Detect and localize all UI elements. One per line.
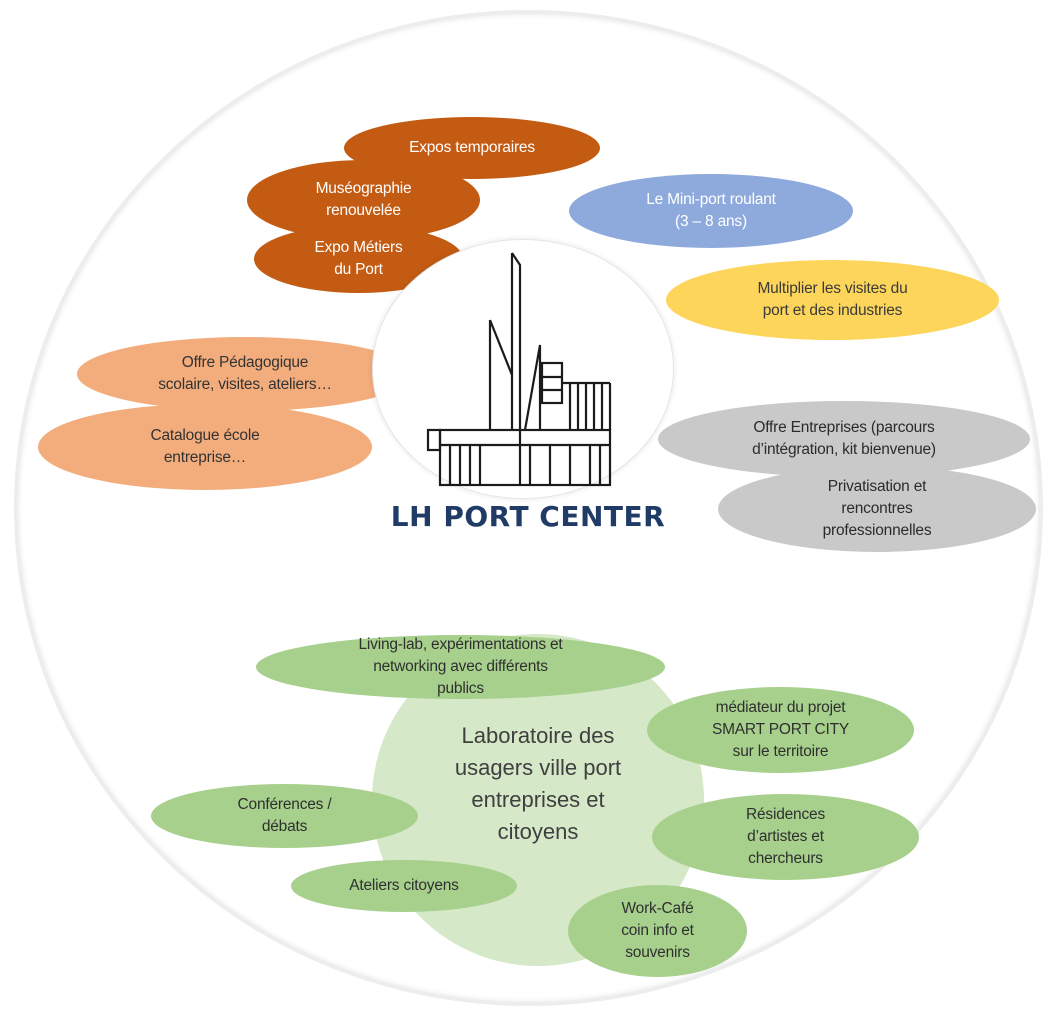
bubble-privatisation: Privatisation et rencontres professionne… [718, 466, 1036, 552]
logo-title: LH PORT CENTER [390, 500, 666, 533]
bubble-offre-entreprises: Offre Entreprises (parcours d’intégratio… [658, 401, 1030, 477]
bubble-offre-pedagogique: Offre Pédagogique scolaire, visites, ate… [77, 337, 413, 411]
bubble-ateliers-citoyens: Ateliers citoyens [291, 860, 517, 912]
laboratoire-title: Laboratoire des usagers ville port entre… [454, 723, 622, 844]
bubble-living-lab-label: Living-lab, expérimentations et networki… [358, 636, 563, 697]
bubble-visites: Multiplier les visites du port et des in… [666, 260, 999, 340]
logo-circle [372, 239, 674, 499]
bubble-catalogue-label: Catalogue école entreprise… [150, 427, 260, 466]
bubble-work-cafe-label: Work-Café coin info et souvenirs [621, 900, 694, 961]
outer-circle [14, 10, 1043, 1006]
bubble-mini-port-label: Le Mini-port roulant (3 – 8 ans) [646, 191, 776, 230]
bubble-conferences-label: Conférences / débats [237, 796, 332, 835]
bubble-mediateur: médiateur du projet SMART PORT CITY sur … [647, 687, 914, 773]
bubble-expos-temporaires: Expos temporaires [344, 117, 600, 179]
bubble-museographie-label: Muséographie renouvelée [315, 180, 412, 219]
bubble-residences: Résidences d’artistes et chercheurs [652, 794, 919, 880]
bubble-mediateur-label: médiateur du projet SMART PORT CITY sur … [711, 699, 850, 760]
bubble-expo-metiers-label: Expo Métiers du Port [314, 239, 403, 278]
bubble-residences-label: Résidences d’artistes et chercheurs [746, 806, 825, 867]
bubble-conferences: Conférences / débats [151, 784, 418, 848]
bubble-mini-port: Le Mini-port roulant (3 – 8 ans) [569, 174, 853, 248]
bubble-work-cafe: Work-Café coin info et souvenirs [568, 885, 747, 977]
bubble-offre-pedagogique-label: Offre Pédagogique scolaire, visites, ate… [158, 354, 332, 393]
bubble-expos-temporaires-label: Expos temporaires [409, 139, 535, 156]
port-center-building-icon [426, 252, 612, 487]
bubble-offre-entreprises-label: Offre Entreprises (parcours d’intégratio… [752, 419, 936, 458]
bubble-museographie: Muséographie renouvelée [247, 160, 480, 240]
bubble-privatisation-label: Privatisation et rencontres professionne… [822, 478, 932, 539]
bubble-ateliers-citoyens-label: Ateliers citoyens [349, 877, 459, 894]
bubble-expo-metiers: Expo Métiers du Port [254, 225, 463, 293]
bubble-catalogue: Catalogue école entreprise… [38, 404, 372, 490]
bubble-living-lab: Living-lab, expérimentations et networki… [256, 635, 665, 699]
bubble-visites-label: Multiplier les visites du port et des in… [757, 280, 908, 319]
